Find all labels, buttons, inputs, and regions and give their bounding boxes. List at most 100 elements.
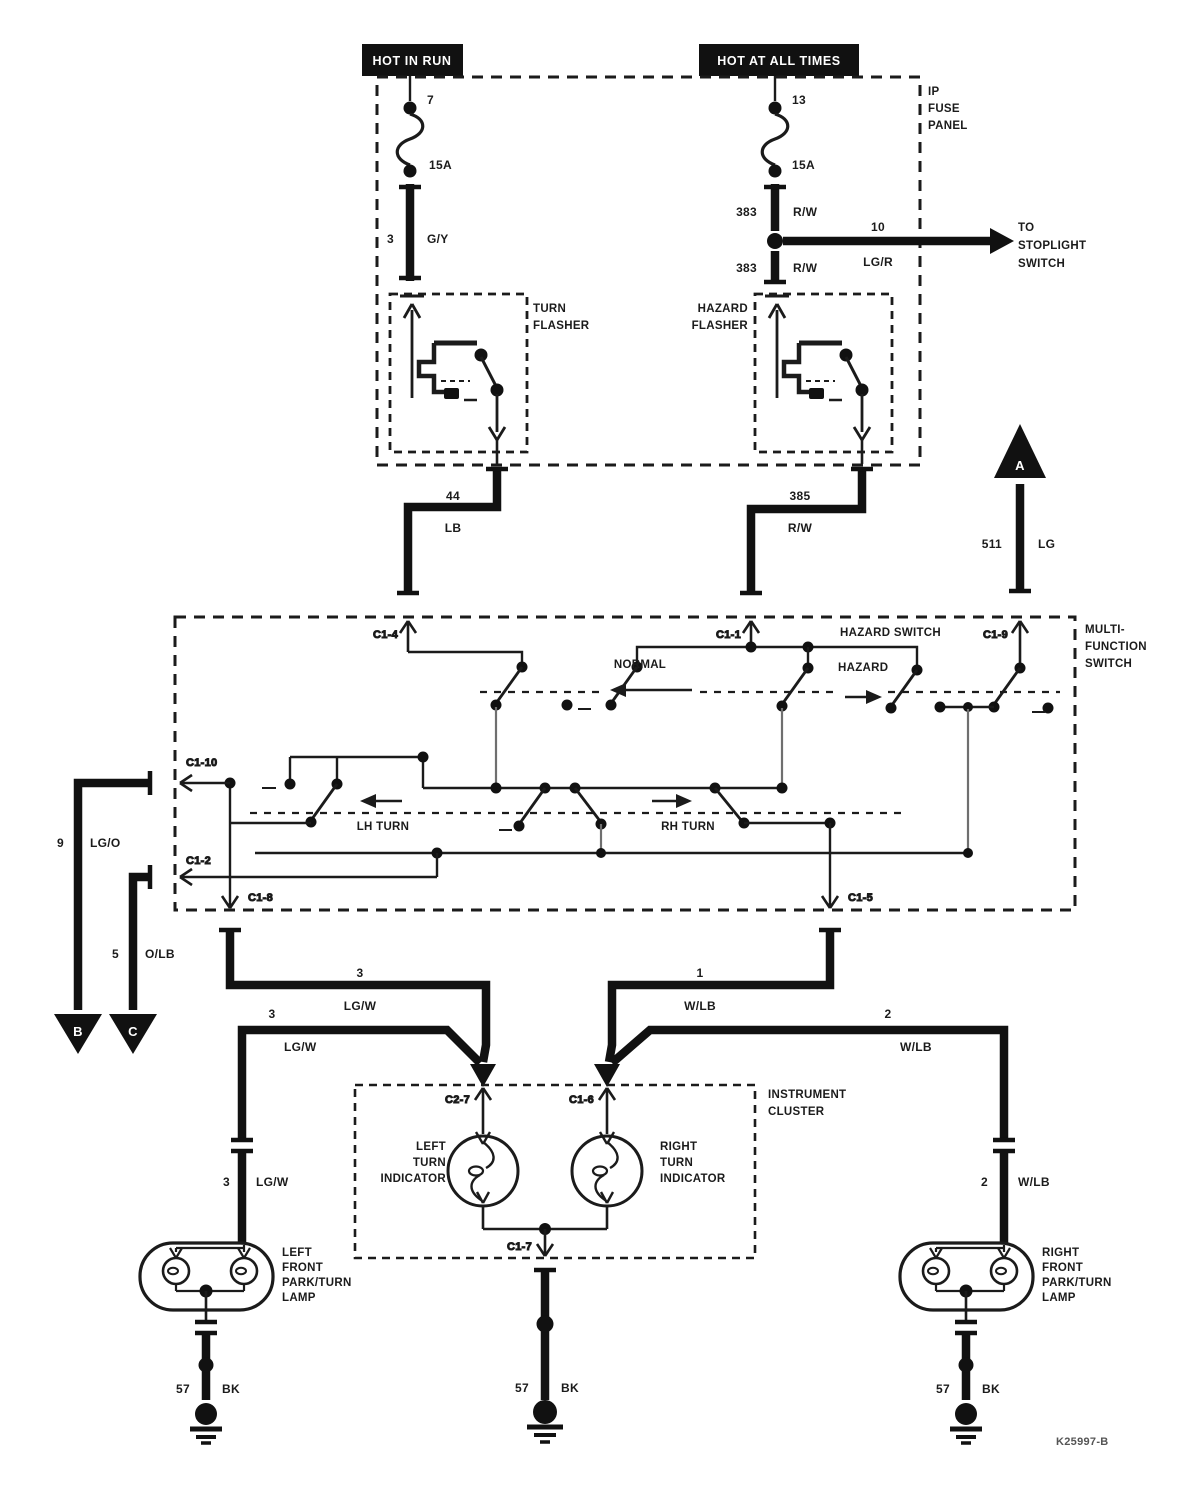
multifunction-switch-label: MULTI- FUNCTION SWITCH bbox=[1085, 624, 1147, 670]
arrow-a-icon bbox=[994, 424, 1046, 478]
svg-text:C1-4: C1-4 bbox=[373, 629, 399, 641]
svg-text:383: 383 bbox=[736, 261, 757, 275]
hazard-label: HAZARD bbox=[838, 662, 888, 674]
svg-text:PARK/TURN: PARK/TURN bbox=[282, 1277, 352, 1289]
svg-text:INDICATOR: INDICATOR bbox=[660, 1173, 726, 1185]
svg-text:C1-9: C1-9 bbox=[983, 629, 1008, 641]
svg-text:HAZARD: HAZARD bbox=[698, 303, 748, 315]
svg-text:INSTRUMENT: INSTRUMENT bbox=[768, 1089, 846, 1101]
power-tag-hot-in-run: HOT IN RUN bbox=[362, 44, 463, 101]
svg-text:C1-5: C1-5 bbox=[848, 892, 873, 904]
wire-3-gy: 3 G/Y bbox=[387, 184, 449, 281]
svg-text:10: 10 bbox=[871, 220, 885, 234]
svg-text:CLUSTER: CLUSTER bbox=[768, 1106, 825, 1118]
lh-turn-direction-arrow-icon bbox=[360, 794, 402, 808]
c2-7-entry-arrow-icon bbox=[470, 1064, 496, 1087]
normal-direction-arrow-icon bbox=[610, 683, 692, 697]
wire-3-lgw-left: 3 LG/W 3 LG/W bbox=[219, 927, 496, 1138]
svg-text:TURN: TURN bbox=[413, 1157, 446, 1169]
svg-text:TURN: TURN bbox=[660, 1157, 693, 1169]
svg-text:LG/W: LG/W bbox=[344, 999, 377, 1013]
svg-text:3: 3 bbox=[357, 966, 364, 980]
c1-6-entry-arrow-icon bbox=[594, 1064, 620, 1087]
ip-fuse-panel-box bbox=[375, 75, 922, 467]
svg-text:C1-8: C1-8 bbox=[248, 892, 273, 904]
svg-text:IP: IP bbox=[928, 86, 939, 98]
hot-in-run-label: HOT IN RUN bbox=[373, 54, 452, 68]
svg-text:3: 3 bbox=[269, 1007, 276, 1021]
connector-c1-8: C1-8 bbox=[220, 892, 273, 909]
left-lamp-feed: 3 LG/W bbox=[223, 1137, 289, 1243]
wire-5-olb: 5 O/LB C bbox=[109, 865, 175, 1054]
svg-text:RIGHT: RIGHT bbox=[1042, 1247, 1079, 1259]
svg-text:R/W: R/W bbox=[793, 261, 818, 275]
wire-385-rw: 385 R/W bbox=[740, 466, 873, 596]
svg-text:INDICATOR: INDICATOR bbox=[380, 1173, 446, 1185]
svg-text:C1-1: C1-1 bbox=[716, 629, 741, 641]
normal-label: NORMAL bbox=[614, 659, 666, 671]
instrument-cluster-label: INSTRUMENT CLUSTER bbox=[768, 1089, 846, 1118]
offpage-arrow-a: A 511 LG bbox=[982, 424, 1055, 594]
svg-text:PANEL: PANEL bbox=[928, 120, 968, 132]
mfs-internal-wiring bbox=[224, 641, 1060, 903]
ip-fuse-panel-label: IP FUSE PANEL bbox=[928, 86, 968, 132]
svg-text:LEFT: LEFT bbox=[282, 1247, 312, 1259]
svg-text:BK: BK bbox=[222, 1382, 240, 1396]
connector-c1-2: C1-2 bbox=[179, 855, 437, 887]
connector-c2-7: C2-7 bbox=[444, 1087, 493, 1134]
ground-symbol-icon bbox=[190, 1403, 222, 1445]
svg-text:C1-7: C1-7 bbox=[507, 1241, 532, 1253]
svg-text:LG/R: LG/R bbox=[863, 255, 893, 269]
svg-text:2: 2 bbox=[885, 1007, 892, 1021]
left-front-park-turn-lamp bbox=[138, 1241, 275, 1320]
right-turn-indicator-bulb bbox=[570, 1131, 644, 1229]
hazard-fuse-rating: 15A bbox=[792, 158, 815, 172]
svg-text:FLASHER: FLASHER bbox=[533, 320, 590, 332]
svg-text:A: A bbox=[1015, 458, 1025, 473]
svg-text:STOPLIGHT: STOPLIGHT bbox=[1018, 240, 1086, 252]
svg-text:SWITCH: SWITCH bbox=[1018, 258, 1065, 270]
svg-text:57: 57 bbox=[936, 1382, 950, 1396]
hazard-flasher-symbol bbox=[765, 294, 872, 464]
right-ground: 57 BK bbox=[936, 1319, 1000, 1445]
connector-c1-9: C1-9 bbox=[982, 620, 1030, 664]
wire-44-lb: 44 LB bbox=[397, 466, 508, 596]
left-turn-indicator-label: LEFT TURN INDICATOR bbox=[380, 1141, 446, 1185]
hazard-fuse-pin: 13 bbox=[792, 93, 806, 107]
svg-text:FLASHER: FLASHER bbox=[692, 320, 749, 332]
diagram-number: K25997-B bbox=[1056, 1436, 1109, 1448]
svg-text:57: 57 bbox=[176, 1382, 190, 1396]
svg-text:BK: BK bbox=[982, 1382, 1000, 1396]
connector-c1-4: C1-4 bbox=[372, 620, 418, 652]
svg-text:C1-10: C1-10 bbox=[186, 757, 217, 769]
svg-text:FUSE: FUSE bbox=[928, 103, 960, 115]
svg-text:C1-2: C1-2 bbox=[186, 855, 211, 867]
wire-9-lgo: 9 LG/O B bbox=[54, 771, 153, 1054]
turn-fuse-pin: 7 bbox=[427, 93, 434, 107]
svg-text:BK: BK bbox=[561, 1381, 579, 1395]
hot-at-all-times-label: HOT AT ALL TIMES bbox=[717, 54, 840, 68]
wire-383-rw-lower: 383 R/W bbox=[736, 251, 818, 285]
wire-wlb-right: 1 W/LB 2 W/LB bbox=[594, 927, 1009, 1138]
svg-text:LG/W: LG/W bbox=[284, 1040, 317, 1054]
rh-turn-direction-arrow-icon bbox=[652, 794, 692, 808]
wire-383-rw-upper: 383 R/W bbox=[736, 184, 817, 231]
svg-text:PARK/TURN: PARK/TURN bbox=[1042, 1277, 1112, 1289]
svg-text:W/LB: W/LB bbox=[684, 999, 716, 1013]
svg-text:W/LB: W/LB bbox=[900, 1040, 932, 1054]
hazard-switch-label: HAZARD SWITCH bbox=[840, 627, 941, 639]
svg-text:2: 2 bbox=[981, 1175, 988, 1189]
center-ground: 57 BK bbox=[515, 1267, 579, 1444]
svg-text:G/Y: G/Y bbox=[427, 232, 449, 246]
instrument-cluster-box bbox=[353, 1083, 757, 1260]
svg-text:383: 383 bbox=[736, 205, 757, 219]
stoplight-arrow-icon bbox=[990, 228, 1014, 254]
svg-text:5: 5 bbox=[112, 947, 119, 961]
left-ground: 57 BK bbox=[176, 1319, 240, 1445]
svg-text:C2-7: C2-7 bbox=[445, 1094, 470, 1106]
svg-text:LEFT: LEFT bbox=[416, 1141, 446, 1153]
svg-text:FUNCTION: FUNCTION bbox=[1085, 641, 1147, 653]
right-front-park-turn-lamp bbox=[898, 1241, 1035, 1320]
turn-fuse: 7 15A bbox=[395, 93, 452, 178]
arrow-c-icon bbox=[109, 1014, 157, 1054]
